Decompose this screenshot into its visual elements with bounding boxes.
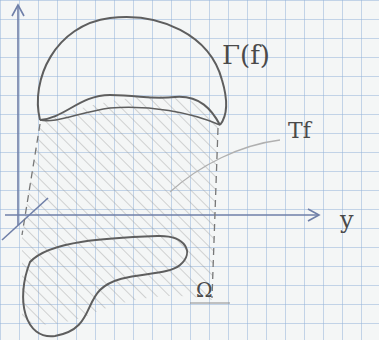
curve-label: Tf [288,120,311,142]
leader-line [190,303,230,304]
tf-curve [170,140,280,192]
graph-surface [38,17,226,125]
projection-lines [22,124,218,298]
axis-label: y [340,208,354,232]
graph-label: Γ(f) [222,42,270,68]
axes [2,5,319,240]
hatched-volume [22,96,218,325]
region-outline [23,236,187,336]
region-label: Ω [196,280,213,300]
